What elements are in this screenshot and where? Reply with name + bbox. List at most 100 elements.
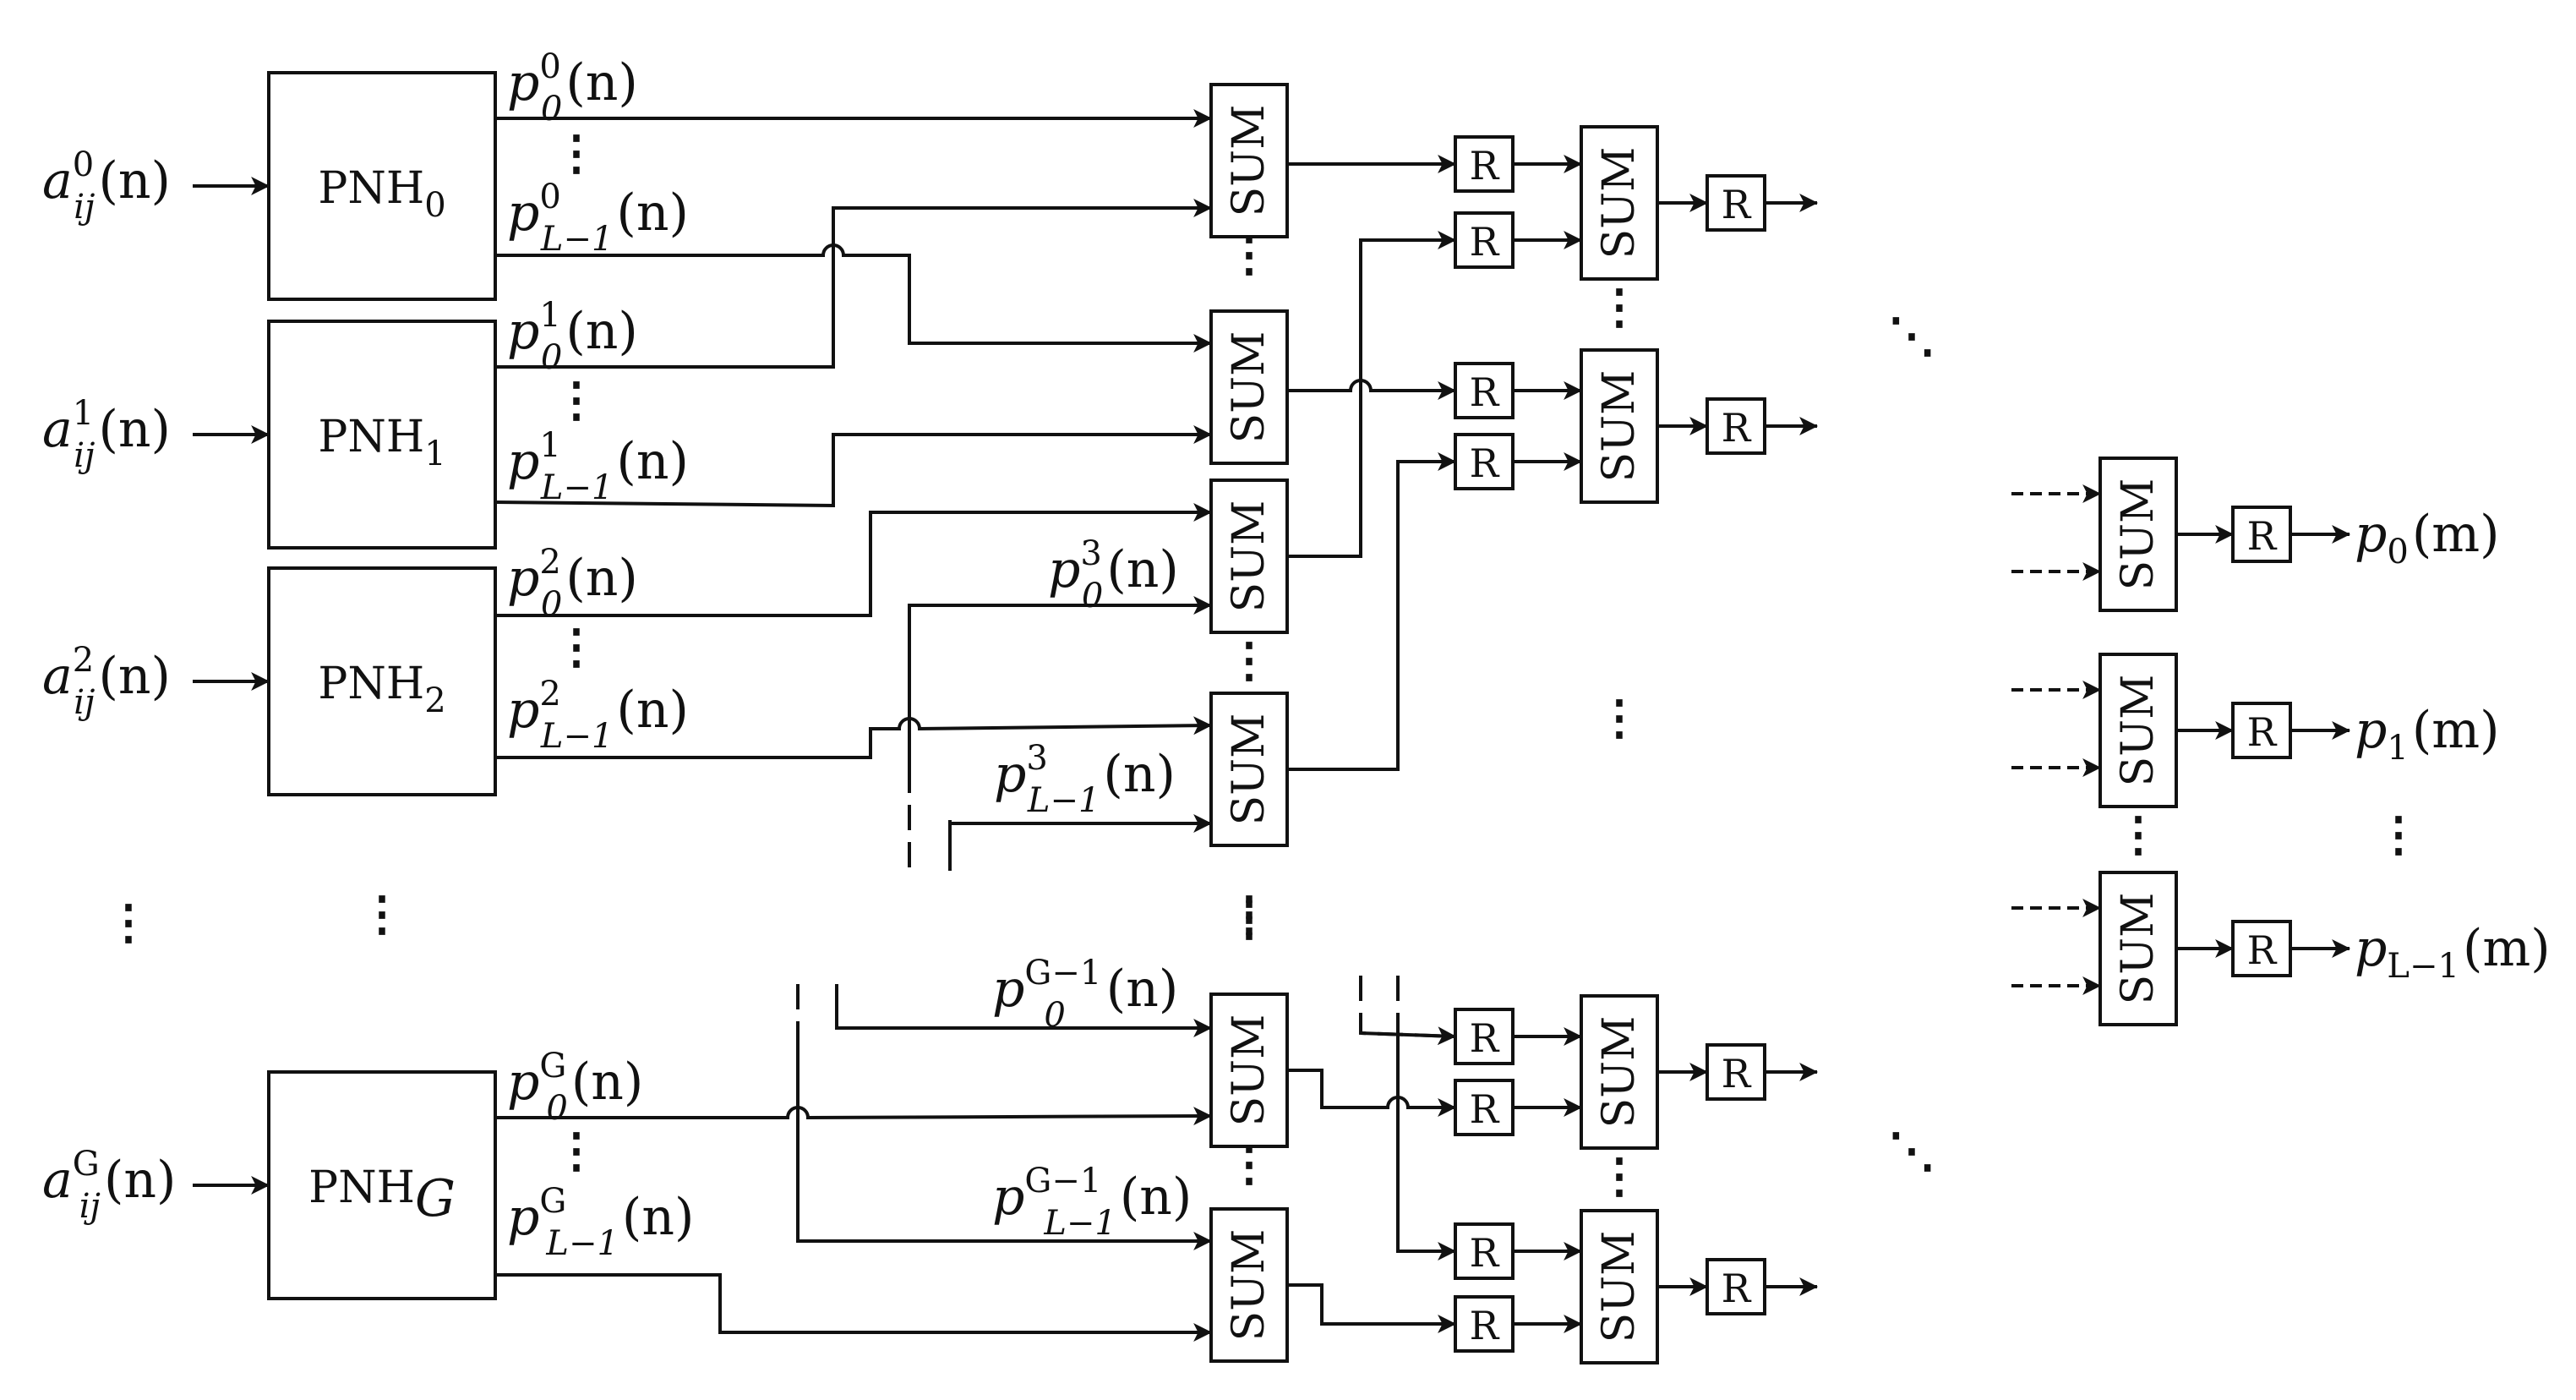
register-final-0-label: R	[2247, 513, 2278, 559]
sum-stage2-vdots-1: ⋮	[1596, 1148, 1643, 1204]
register-stage2-0-box	[1706, 174, 1766, 232]
sum-final-0-box	[2098, 457, 2178, 612]
left-vdots-pnh: ⋮	[358, 886, 406, 942]
register-stage1-2-box	[1454, 362, 1514, 419]
wire-p02	[495, 503, 1213, 617]
sum-column-vdots: ⋮	[1225, 886, 1273, 942]
wire-s13-r3	[1287, 452, 1457, 771]
wire-s11-r2	[1287, 379, 1457, 400]
register-stage1-6-label: R	[1470, 1230, 1500, 1276]
sum-stage1-5-label: SUM	[1224, 1229, 1274, 1342]
register-stage1-4-box	[1454, 1008, 1514, 1065]
register-stage2-1-label: R	[1722, 405, 1752, 451]
sum-final-1-label: SUM	[2113, 675, 2164, 787]
register-stage1-2-label: R	[1470, 369, 1500, 415]
sum-stage1-1-label: SUM	[1224, 331, 1274, 444]
pnh-label-0: PNH0	[318, 163, 445, 225]
pnh-block-3	[267, 1070, 497, 1300]
register-stage2-3-box	[1706, 1258, 1766, 1315]
pnh-output-vdots-3: ⋮	[553, 1123, 600, 1179]
wire-dash-c	[1359, 976, 1456, 1038]
register-final-0-box	[2231, 506, 2292, 563]
sum-stage2-0-box	[1580, 125, 1659, 281]
sum-stage2-3-label: SUM	[1594, 1231, 1645, 1343]
register-stage1-5-label: R	[1470, 1086, 1500, 1132]
register-stage1-7-label: R	[1470, 1303, 1500, 1348]
sum-stage2-0-label: SUM	[1594, 147, 1645, 260]
register-stage1-7-box	[1454, 1295, 1514, 1353]
sum-stage1-1-box	[1209, 309, 1289, 465]
pnh-output-vdots-0: ⋮	[553, 125, 600, 181]
register-stage1-1-box	[1454, 211, 1514, 269]
wire-pL2	[495, 716, 1213, 759]
sum-stage1-3-label: SUM	[1224, 714, 1274, 826]
wire-pL3	[948, 814, 1213, 871]
sum-stage1-vdots-1: ⋮	[1225, 632, 1273, 688]
sum-final-2-box	[2098, 871, 2178, 1026]
sum-stage1-4-label: SUM	[1224, 1014, 1274, 1127]
register-final-1-box	[2231, 702, 2292, 759]
pnh-label-1: PNH1	[318, 412, 445, 473]
sum-stage2-1-box	[1580, 348, 1659, 504]
wire-p03	[908, 596, 1213, 768]
ddots-bottom: ⋱	[1888, 1123, 1935, 1179]
register-stage1-6-box	[1454, 1222, 1514, 1280]
wire-pLG1	[796, 1040, 1213, 1250]
sum-stage1-2-box	[1209, 479, 1289, 634]
sum-final-0-label: SUM	[2113, 479, 2164, 591]
pnh-block-0	[267, 71, 497, 301]
sum-stage1-5-box	[1209, 1207, 1289, 1363]
register-final-2-box	[2231, 920, 2292, 977]
final-sum-vdots: ⋮	[2115, 807, 2162, 862]
sum-stage2-2-label: SUM	[1594, 1016, 1645, 1129]
sum-stage2-vdots-0: ⋮	[1596, 279, 1643, 335]
sum-stage2-3-box	[1580, 1209, 1659, 1364]
register-stage2-0-label: R	[1722, 182, 1752, 227]
register-final-1-label: R	[2247, 709, 2278, 755]
sum-stage1-4-box	[1209, 993, 1289, 1148]
sum-stage1-vdots-3: ⋮	[1225, 1136, 1273, 1192]
register-final-2-label: R	[2247, 927, 2278, 973]
sum-stage2-1-label: SUM	[1594, 370, 1645, 483]
sum-stage1-0-label: SUM	[1224, 105, 1274, 217]
register-stage1-5-box	[1454, 1079, 1514, 1136]
register-stage1-1-label: R	[1470, 219, 1500, 265]
wire-s14-r5	[1287, 1069, 1457, 1117]
register-stage2-3-label: R	[1722, 1266, 1752, 1311]
pnh-label-3: PNHG	[308, 1162, 456, 1228]
pnh-label-2: PNH2	[318, 659, 445, 720]
register-stage1-0-box	[1454, 135, 1514, 193]
left-vdots-inputs: ⋮	[105, 894, 152, 950]
pnh-output-vdots-2: ⋮	[553, 619, 600, 675]
pnh-block-1	[267, 320, 497, 550]
final-output-label-1: p1(m)	[2355, 701, 2500, 768]
sum-stage1-2-label: SUM	[1224, 500, 1274, 613]
final-output-label-0: p0(m)	[2355, 505, 2500, 571]
wire-r6-in	[1396, 1014, 1457, 1261]
wire-pL1	[494, 425, 1213, 508]
wire-pL0	[495, 243, 1213, 353]
pnh-block-2	[267, 566, 497, 796]
wire-s12-r1	[1287, 231, 1457, 558]
ddots-top: ⋱	[1888, 308, 1935, 364]
wire-r4-in	[1360, 1026, 1457, 1046]
sum-stage1-vdots-0: ⋮	[1225, 227, 1273, 282]
wire-s15-r7	[1287, 1283, 1457, 1333]
register-stage1-4-label: R	[1470, 1015, 1500, 1061]
